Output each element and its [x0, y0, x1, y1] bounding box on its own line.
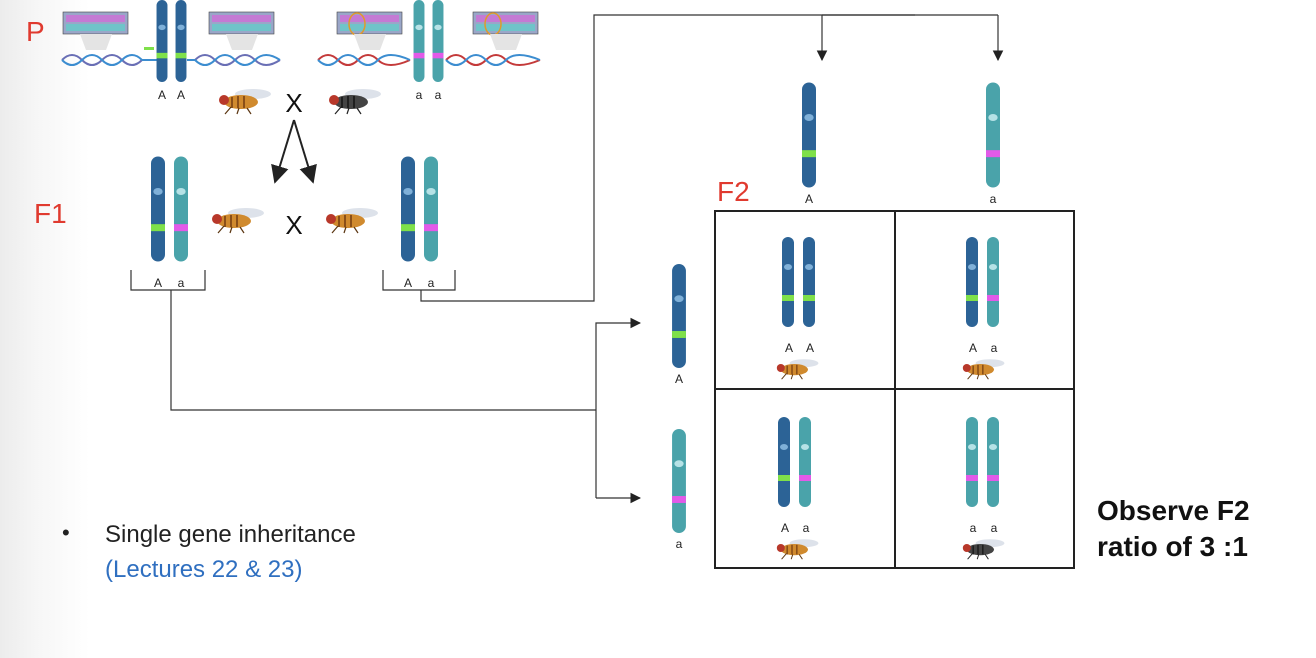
bullet-text: Single gene inheritance	[105, 521, 356, 548]
wild-type-fly-icon	[325, 207, 379, 234]
observation-line-1: Observe F2	[1097, 495, 1250, 526]
allele-label: a	[991, 341, 998, 355]
punnett-cell-aa: a a	[962, 417, 1005, 560]
dna-illustration-left	[61, 11, 281, 66]
gamete-connectors	[170, 14, 1004, 504]
bullet-lecture-reference: (Lectures 22 & 23)	[105, 556, 303, 583]
wild-type-fly-icon	[218, 88, 272, 115]
allele-label: a	[676, 537, 683, 551]
mutant-fly-icon	[328, 88, 382, 115]
allele-label: A	[781, 521, 789, 535]
allele-label: a	[991, 521, 998, 535]
parental-generation-label: P	[26, 16, 45, 47]
allele-label: A	[969, 341, 977, 355]
bullet-marker: •	[62, 520, 70, 545]
gamete-left-dominant: A	[672, 264, 686, 386]
wild-type-fly-icon	[776, 358, 819, 380]
cross-symbol: X	[285, 210, 302, 240]
punnett-cell-Aa-top: A a	[962, 237, 1005, 380]
allele-label: a	[416, 88, 423, 102]
punnett-cell-AA: A A	[776, 237, 819, 380]
p-chromosome-pair-dominant: A A	[156, 0, 187, 102]
allele-label: A	[158, 88, 166, 102]
wild-type-fly-icon	[211, 207, 265, 234]
p-chromosome-pair-recessive: a a	[413, 0, 444, 102]
allele-label: a	[428, 276, 435, 290]
allele-label: A	[675, 372, 683, 386]
observation-note: Observe F2 ratio of 3 :1	[1097, 493, 1307, 566]
f1-chromosome-pair-right: A a	[382, 156, 456, 291]
wild-type-fly-icon	[776, 538, 819, 560]
observation-line-2: ratio of 3 :1	[1097, 531, 1248, 563]
allele-label: A	[177, 88, 185, 102]
mutant-fly-icon	[962, 538, 1005, 560]
gamete-top-dominant: A	[802, 82, 816, 206]
allele-label: a	[803, 521, 810, 535]
allele-label: A	[805, 192, 813, 206]
wild-type-fly-icon	[962, 358, 1005, 380]
dna-illustration-right	[317, 11, 541, 66]
allele-label: a	[970, 521, 977, 535]
allele-label: A	[806, 341, 814, 355]
punnett-cell-Aa-bottom: A a	[776, 417, 819, 560]
allele-label: A	[404, 276, 412, 290]
gamete-left-recessive: a	[672, 429, 686, 551]
allele-label: A	[785, 341, 793, 355]
f2-generation-label: F2	[717, 176, 750, 207]
f1-generation-label: F1	[34, 198, 67, 229]
allele-label: a	[178, 276, 185, 290]
cross-symbol: X	[285, 88, 302, 118]
gamete-top-recessive: a	[986, 82, 1000, 206]
allele-label: a	[435, 88, 442, 102]
punnett-grid	[714, 210, 1075, 569]
f1-chromosome-pair-left: A a	[130, 156, 206, 291]
allele-label: A	[154, 276, 162, 290]
allele-label: a	[990, 192, 997, 206]
